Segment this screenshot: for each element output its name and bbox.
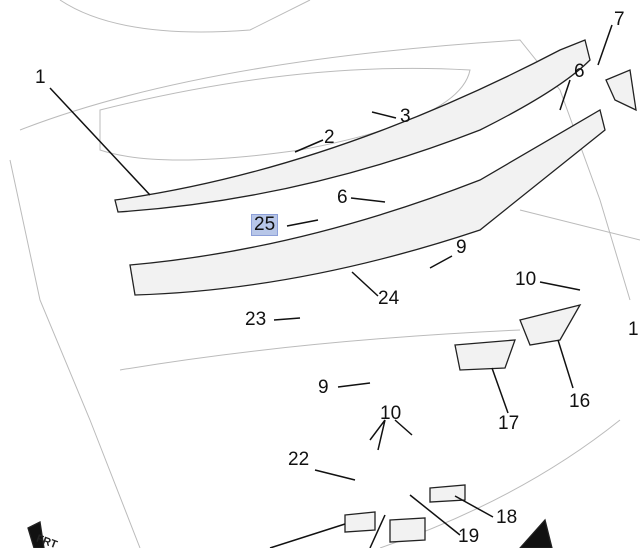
callout-18: 18 [496,507,518,528]
callout-6-upper: 6 [574,61,585,82]
callout-7: 7 [614,9,625,30]
callout-9-upper: 9 [456,237,467,258]
part-17 [454,339,516,371]
callout-6-lower: 6 [337,187,348,208]
leader-lines [49,24,613,548]
part-18-lamp [429,484,466,503]
callout-24: 24 [378,288,400,309]
callout-3: 3 [400,106,411,127]
upper-panel-outline [59,0,311,33]
callout-19: 19 [458,526,480,547]
callout-25-highlighted[interactable]: 25 [251,214,279,236]
part-24-applique [129,109,606,296]
part-19-lamp [389,517,426,543]
callout-10-lower: 10 [380,403,402,424]
part-lamp-left [344,511,376,533]
callout-16: 16 [569,391,591,412]
callout-23: 23 [245,309,267,330]
callout-9-lower: 9 [318,377,329,398]
callout-22: 22 [288,449,310,470]
part-16 [519,303,582,346]
callout-1: 1 [35,67,46,88]
part-1-molding [114,39,591,213]
callout-17: 17 [498,413,520,434]
callout-1-right: 1 [628,319,639,340]
callout-10-upper: 10 [515,269,537,290]
callout-2: 2 [324,127,335,148]
